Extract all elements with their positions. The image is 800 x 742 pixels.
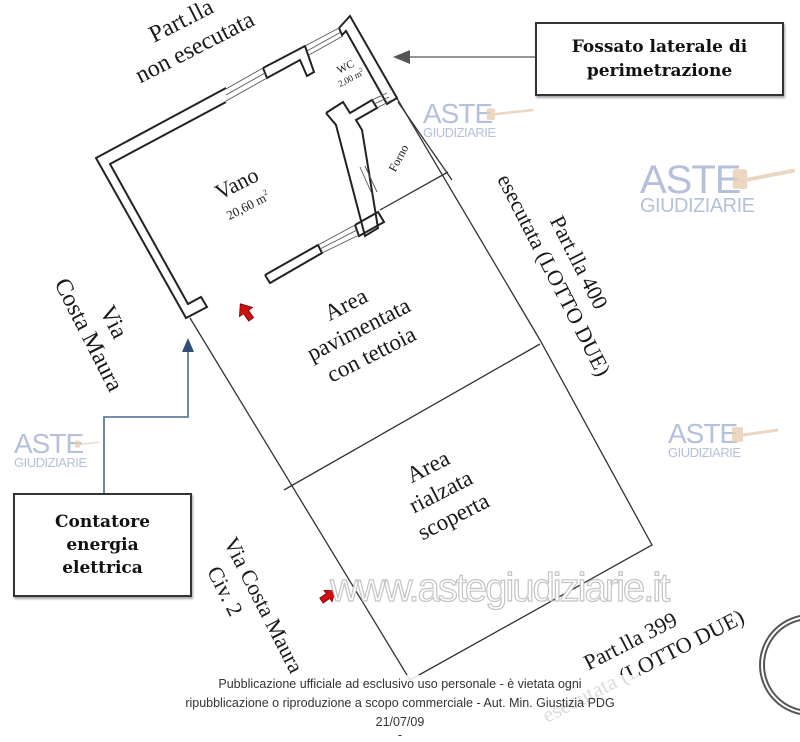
watermark-logo-text: ASTE: [14, 428, 84, 459]
watermark-logo: ASTE GIUDIZIARIE: [668, 418, 741, 460]
watermark-logo-text: ASTE: [668, 418, 738, 449]
watermark-logo: ASTE GIUDIZIARIE: [423, 98, 496, 140]
label-street-bottom: Via Costa Maura Civ. 2: [202, 533, 309, 677]
entrance-arrow-civ2: [319, 589, 336, 604]
openings: [225, 27, 393, 254]
callout-fossato-laterale: Fossato laterale di perimetrazione: [535, 22, 784, 96]
watermark-logo-text: ASTE: [423, 98, 493, 129]
gavel-icon: [486, 108, 534, 120]
lot-boundary: [189, 94, 653, 681]
watermark-logo-text: ASTE: [640, 158, 741, 202]
room-name-forno: Forno: [386, 142, 412, 174]
watermark-logo-text: GIUDIZIARIE: [423, 125, 496, 140]
window-top-right: [304, 27, 344, 56]
window-top-left: [225, 67, 268, 102]
callout-line: perimetrazione: [586, 61, 733, 81]
arrowhead-fossato: [393, 50, 410, 64]
label-parcel-right: Part.lla 400 esecutata (LOTTO DUE): [492, 170, 616, 380]
wall-wc-lower: [325, 98, 380, 238]
entrance-arrow-main: [238, 303, 255, 322]
callout-line: elettrica: [62, 557, 143, 578]
watermark-url: www.astegiudiziarie.it: [329, 565, 671, 610]
watermark-logo-text: GIUDIZIARIE: [14, 455, 87, 470]
leader-contatore: [103, 338, 194, 493]
window-vano-lower: [317, 224, 360, 254]
disclaimer-line: Pubblicazione ufficiale ad esclusivo uso…: [218, 677, 582, 691]
label-parcel-top-left: Part.lla non esecutata: [131, 0, 259, 89]
forno-right-boundary: [397, 101, 453, 181]
wall-top-right: [338, 14, 399, 106]
divider-forno-area: [379, 171, 449, 211]
disclaimer-line: ripubblicazione o riproduzione a scopo c…: [185, 696, 615, 729]
lot-left-boundary: [189, 317, 411, 681]
wall-vano-lower: [264, 243, 324, 285]
watermark-logo-text: GIUDIZIARIE: [640, 195, 755, 217]
leader-fossato: [393, 50, 535, 64]
label-wc: WC 2,00 m2: [335, 58, 364, 89]
well-circle: [759, 615, 800, 715]
label-forno: Forno: [386, 142, 412, 174]
callout-contatore-energia: Contatore energia elettrica: [13, 493, 192, 597]
divider-pavimentata-rialzata: [283, 343, 541, 491]
disclaimer: Pubblicazione ufficiale ad esclusivo uso…: [160, 675, 640, 742]
callout-line: energia: [66, 534, 139, 555]
label-vano: Vano 20,60 m2: [211, 162, 269, 223]
lot-right-boundary: [394, 94, 653, 681]
label-area-rialzata: Area rialzata scoperta: [402, 445, 493, 545]
wall-outer: [94, 87, 227, 320]
gavel-icon: [732, 427, 779, 442]
watermark-logo: ASTE GIUDIZIARIE: [640, 160, 755, 216]
gavel-icon: [74, 440, 100, 448]
callout-line: Contatore: [54, 511, 151, 532]
arrowhead-contatore: [182, 338, 194, 352]
wall-top-mid: [262, 44, 316, 80]
watermark-logo: ASTE GIUDIZIARIE: [14, 428, 87, 470]
watermark-logo-text: GIUDIZIARIE: [668, 445, 741, 460]
callout-line: Fossato laterale di: [571, 37, 748, 57]
gavel-icon: [732, 168, 796, 189]
wall-vano-lower-right: [354, 210, 386, 238]
disclaimer-line: -: [397, 728, 403, 742]
door-wc: [371, 92, 393, 109]
label-street-left: Via Costa Maura: [49, 274, 133, 396]
door-forno: [359, 165, 378, 195]
label-area-pavimentata: Area pavimentata con tettoia: [303, 283, 420, 387]
